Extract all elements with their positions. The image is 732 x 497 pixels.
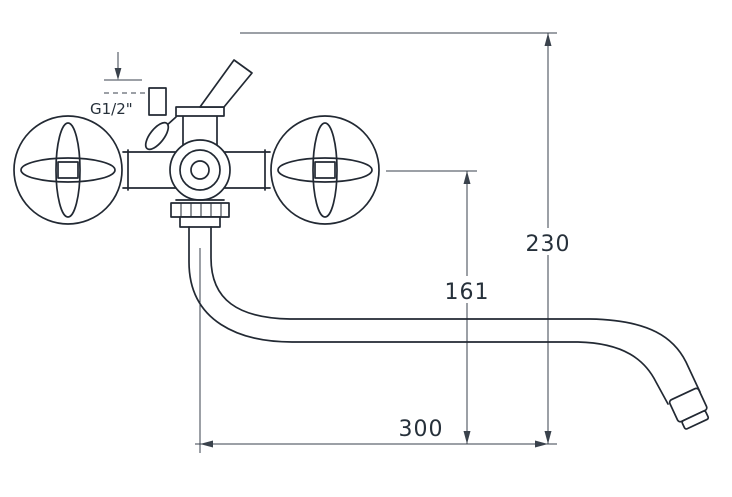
spout-nut bbox=[170, 199, 230, 228]
faucet bbox=[13, 59, 710, 430]
left-handle-index bbox=[57, 161, 79, 179]
wall-fitting bbox=[148, 87, 167, 116]
center-housing bbox=[169, 139, 231, 201]
arrow-161-top bbox=[463, 171, 471, 184]
spout-upper-edge bbox=[210, 226, 701, 393]
left-handle bbox=[13, 115, 123, 225]
thread-size-label: G1/2" bbox=[90, 100, 133, 118]
dimension-arrowheads bbox=[114, 33, 552, 448]
faucet-body bbox=[122, 149, 271, 191]
spout bbox=[188, 226, 701, 405]
arrow-161-bottom bbox=[463, 431, 471, 444]
dimension-label-height: 230 bbox=[526, 232, 571, 257]
label-masks bbox=[445, 228, 570, 303]
dimension-label-center-to-spout: 161 bbox=[445, 280, 490, 305]
arrow-height-bottom bbox=[544, 431, 552, 444]
spout-aerator bbox=[668, 387, 710, 430]
spout-lower-edge bbox=[188, 226, 669, 405]
diverter-outlet bbox=[199, 59, 253, 108]
arrow-thread bbox=[114, 68, 122, 80]
right-handle bbox=[270, 115, 380, 225]
right-handle-index bbox=[314, 161, 336, 179]
arrow-reach-left bbox=[200, 440, 213, 448]
arrow-reach-right bbox=[535, 440, 548, 448]
arrow-height-top bbox=[544, 33, 552, 46]
dimension-lines bbox=[104, 32, 557, 453]
diverter-lever bbox=[144, 116, 177, 151]
dimension-label-reach: 300 bbox=[399, 417, 444, 442]
